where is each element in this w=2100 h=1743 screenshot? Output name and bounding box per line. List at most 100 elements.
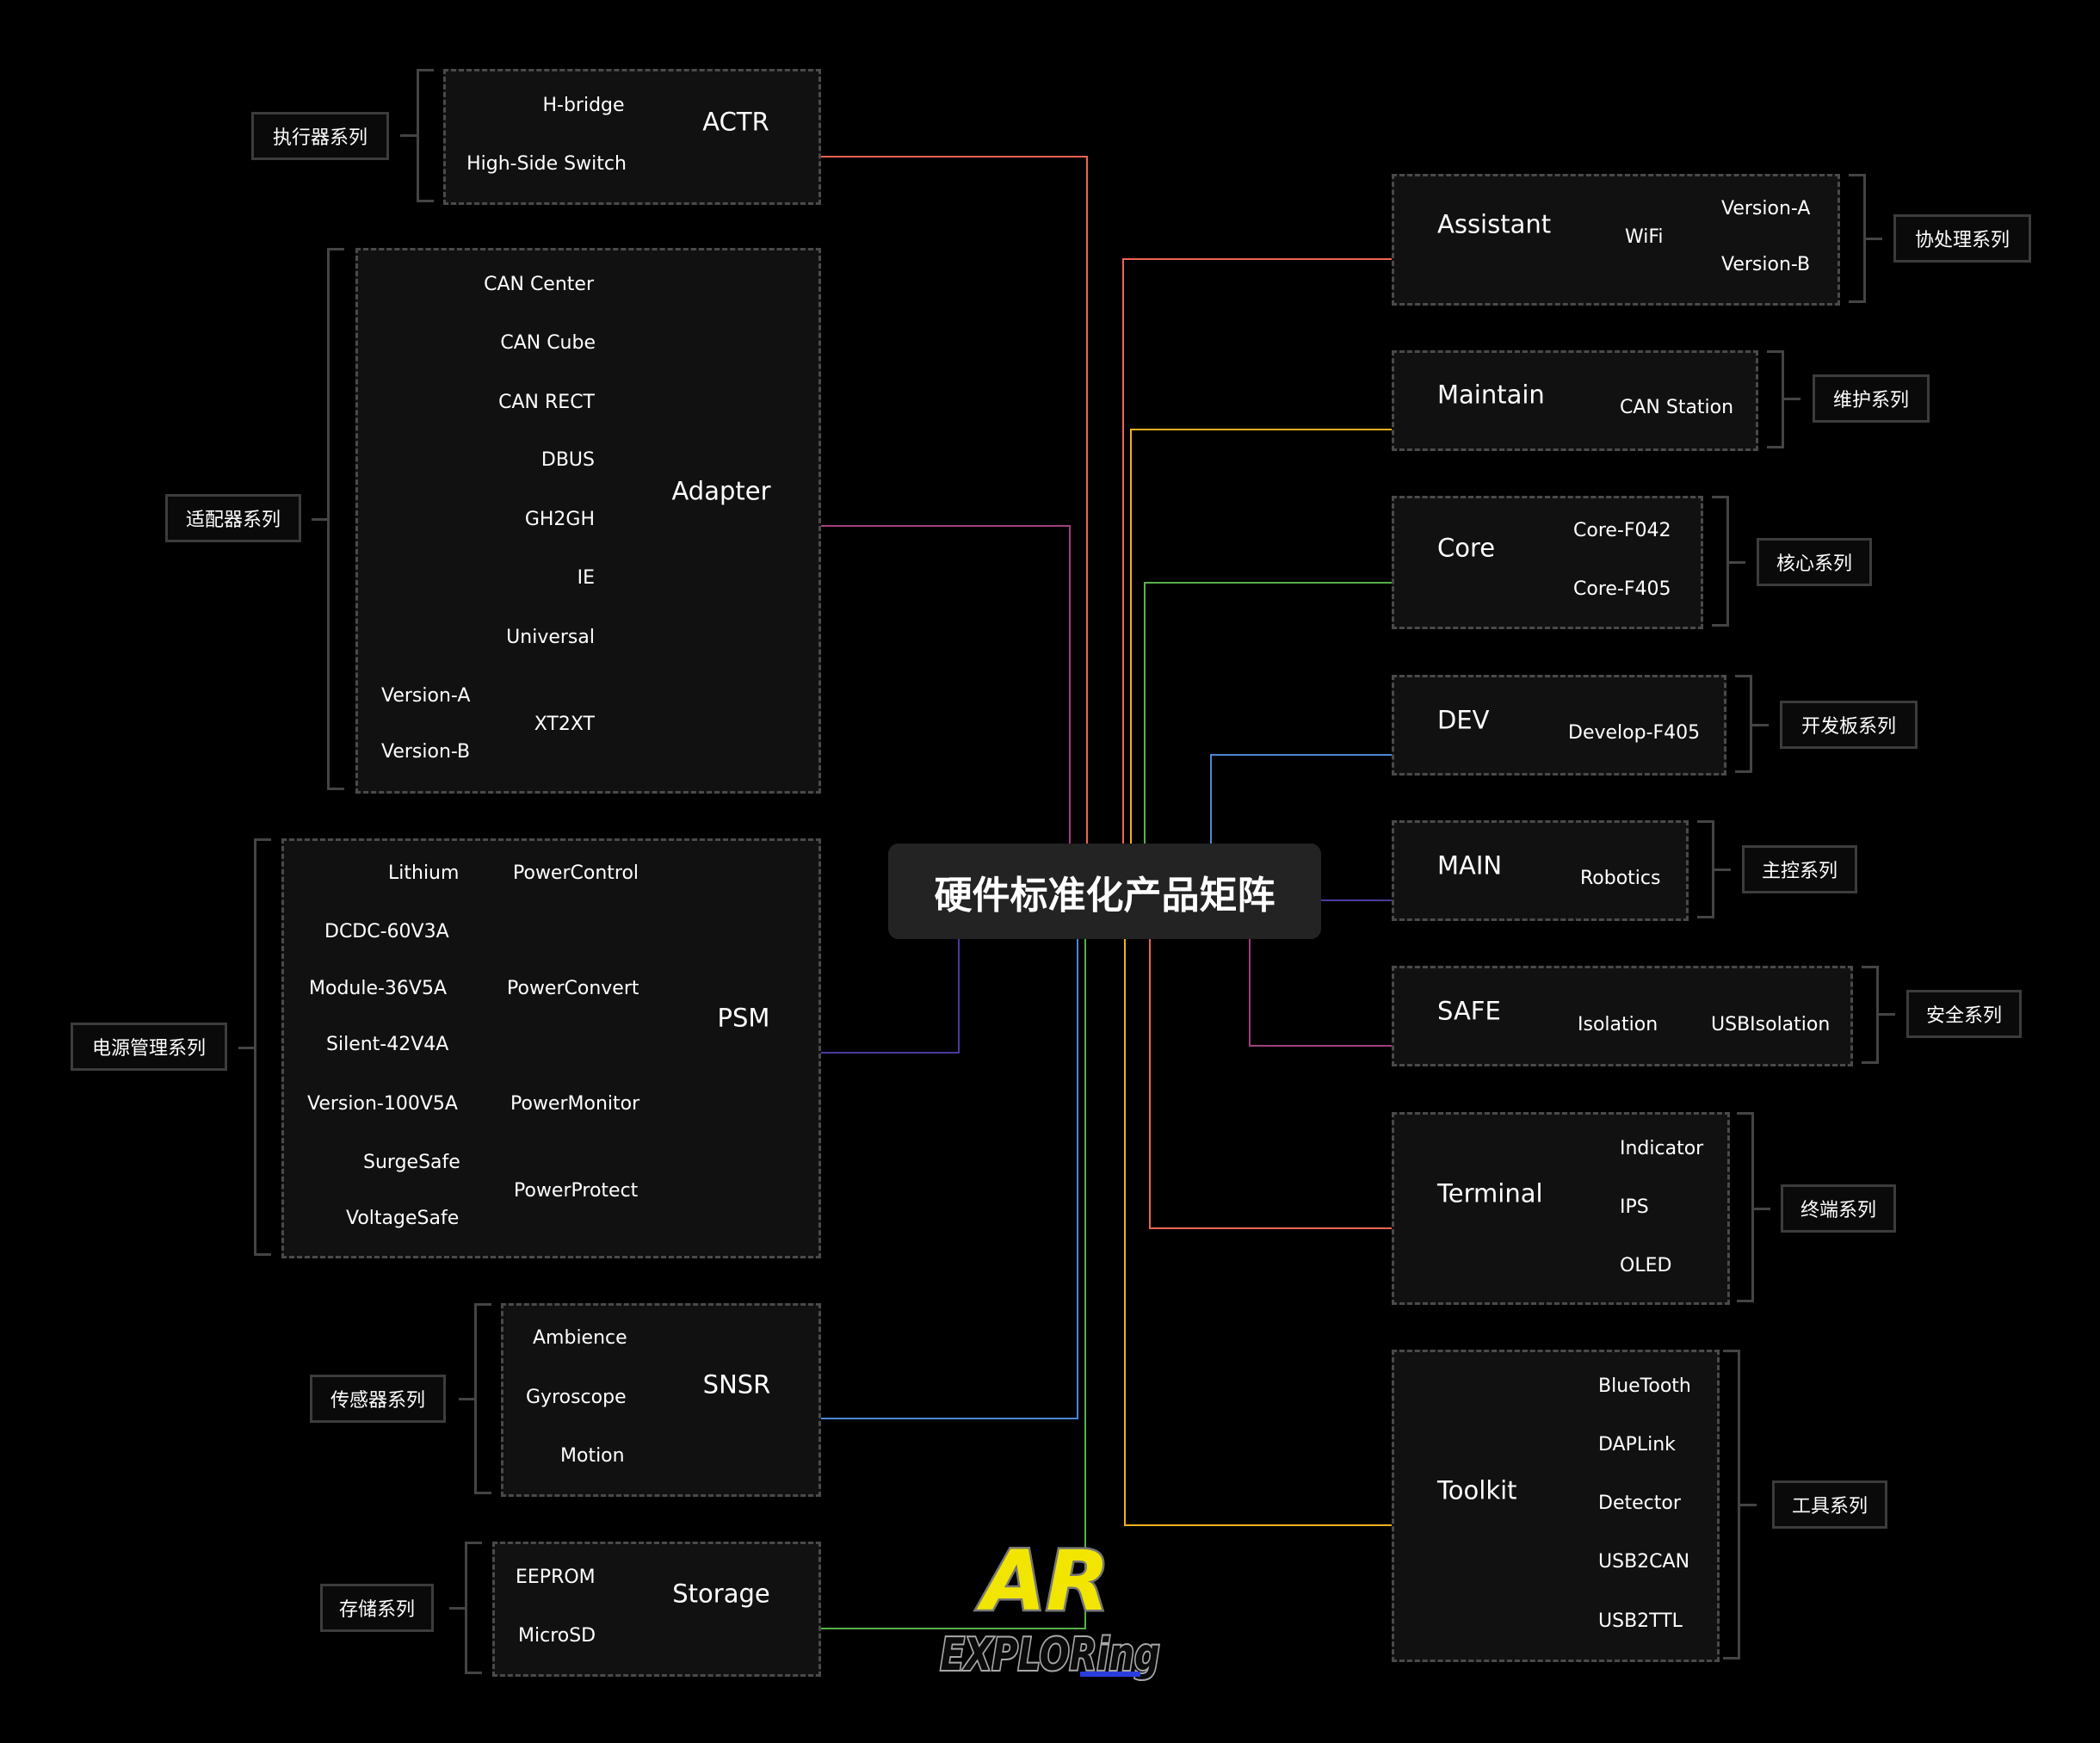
series-label-assistant: 协处理系列 [1893, 214, 2031, 263]
bracket-terminal [1737, 1112, 1754, 1302]
group-box-assistant [1392, 174, 1840, 306]
node-microsd: MicroSD [518, 1625, 596, 1647]
node-wifi-version-a: Version-A [1721, 198, 1811, 219]
node-usb2ttl: USB2TTL [1598, 1610, 1683, 1632]
node-powercontrol: PowerControl [513, 862, 639, 884]
main-node-core: Core [1437, 533, 1496, 563]
node-core-f405: Core-F405 [1573, 578, 1671, 600]
main-node-assistant: Assistant [1437, 209, 1552, 239]
bracket-storage [465, 1542, 482, 1674]
node-wifi: WiFi [1625, 226, 1664, 248]
group-box-actr [443, 69, 821, 205]
series-label-maintain: 维护系列 [1813, 374, 1930, 423]
group-box-psm [281, 838, 821, 1258]
bracket-tick [400, 134, 417, 137]
bracket-maintain [1767, 350, 1784, 448]
series-label-snsr: 传感器系列 [310, 1375, 446, 1423]
bracket-assistant [1849, 174, 1866, 303]
series-label-main: 主控系列 [1742, 845, 1857, 893]
node-develop-f405: Develop-F405 [1568, 722, 1701, 744]
group-box-terminal [1392, 1112, 1730, 1305]
node-gh2gh: GH2GH [524, 509, 595, 530]
bracket-tick [1865, 238, 1882, 240]
node-lithium: Lithium [388, 862, 460, 884]
series-label-core: 核心系列 [1757, 538, 1872, 586]
node-surgesafe: SurgeSafe [363, 1152, 460, 1173]
page-title: 硬件标准化产品矩阵 [888, 844, 1321, 939]
node-voltagesafe: VoltageSafe [346, 1208, 460, 1229]
group-box-core [1392, 496, 1703, 629]
node-version-100v5a: Version-100V5A [307, 1093, 458, 1115]
bracket-snsr [474, 1303, 491, 1494]
node-gyroscope: Gyroscope [526, 1387, 627, 1408]
node-can-rect: CAN RECT [498, 392, 595, 413]
bracket-tick [1714, 868, 1731, 871]
main-node-main: MAIN [1437, 850, 1503, 881]
node-daplink: DAPLink [1598, 1434, 1676, 1456]
node-can-cube: CAN Cube [500, 332, 596, 354]
node-xt2xt-version-a: Version-A [381, 685, 471, 707]
main-node-actr: ACTR [702, 107, 769, 137]
bracket-tick [238, 1047, 256, 1049]
node-dbus: DBUS [540, 449, 595, 471]
trunk-adapter [801, 525, 1071, 895]
series-label-toolkit: 工具系列 [1772, 1480, 1887, 1529]
node-powermonitor: PowerMonitor [510, 1093, 640, 1115]
bracket-tick [1751, 724, 1769, 726]
bracket-tick [1783, 398, 1800, 400]
logo-underline [1080, 1672, 1140, 1677]
main-node-psm: PSM [717, 1003, 770, 1033]
node-oled: OLED [1620, 1255, 1672, 1276]
bracket-safe [1862, 966, 1879, 1064]
bracket-tick [449, 1607, 466, 1610]
series-label-adapter: 适配器系列 [165, 494, 301, 542]
node-detector: Detector [1598, 1493, 1681, 1514]
logo-top-text: AR [976, 1541, 1109, 1629]
node-ips: IPS [1620, 1196, 1649, 1218]
bracket-tick [1753, 1208, 1770, 1210]
trunk-snsr [801, 938, 1078, 1419]
node-h-bridge: H-bridge [542, 95, 625, 116]
main-node-maintain: Maintain [1437, 380, 1545, 410]
series-label-terminal: 终端系列 [1781, 1184, 1896, 1233]
node-core-f042: Core-F042 [1573, 520, 1671, 541]
trunk-maintain [1130, 429, 1574, 844]
main-node-terminal: Terminal [1437, 1178, 1543, 1208]
series-label-safe: 安全系列 [1906, 990, 2022, 1038]
ar-exploring-logo: AR EXPLORing [939, 1541, 1162, 1683]
node-eeprom: EEPROM [516, 1567, 596, 1588]
main-node-adapter: Adapter [671, 476, 771, 506]
bracket-psm [254, 838, 271, 1256]
node-module-36v5a: Module-36V5A [309, 978, 448, 999]
node-robotics: Robotics [1580, 868, 1661, 889]
node-powerprotect: PowerProtect [514, 1180, 639, 1202]
node-xt2xt: XT2XT [534, 714, 595, 735]
trunk-actr [801, 156, 1088, 887]
bracket-main [1697, 820, 1714, 918]
node-dcdc-60v3a: DCDC-60V3A [324, 921, 449, 943]
bracket-toolkit [1723, 1350, 1740, 1660]
group-box-snsr [501, 1303, 821, 1497]
bracket-tick [1739, 1504, 1757, 1506]
node-high-side-switch: High-Side Switch [466, 153, 627, 175]
group-box-maintain [1392, 350, 1758, 451]
node-powerconvert: PowerConvert [507, 978, 639, 999]
bracket-core [1712, 496, 1729, 627]
bracket-dev [1735, 675, 1752, 773]
group-box-dev [1392, 675, 1726, 776]
node-universal: Universal [506, 627, 595, 648]
node-bluetooth: BlueTooth [1598, 1375, 1691, 1397]
main-node-snsr: SNSR [702, 1369, 771, 1400]
node-ie: IE [577, 567, 595, 589]
bracket-tick [459, 1398, 476, 1400]
node-usbisolation: USBIsolation [1711, 1014, 1831, 1035]
series-label-dev: 开发板系列 [1780, 701, 1918, 749]
main-node-safe: SAFE [1437, 996, 1501, 1026]
node-wifi-version-b: Version-B [1721, 254, 1811, 275]
group-box-toolkit [1392, 1350, 1720, 1662]
bracket-adapter [327, 248, 344, 790]
node-motion: Motion [560, 1445, 625, 1467]
node-can-station: CAN Station [1620, 397, 1734, 418]
node-silent-42v4a: Silent-42V4A [326, 1034, 449, 1055]
node-ambience: Ambience [533, 1327, 627, 1349]
